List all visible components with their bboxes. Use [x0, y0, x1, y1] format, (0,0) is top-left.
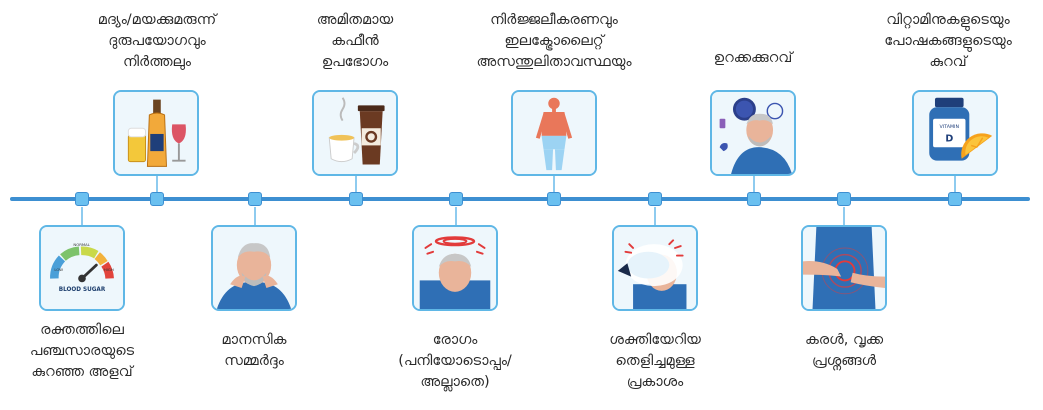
- gauge-caption: BLOOD SUGAR: [59, 287, 106, 293]
- cause-label-sleep-deprivation: ഉറക്കക്കുറവ്: [713, 50, 793, 66]
- coffee-cups-icon: [312, 90, 398, 176]
- alcohol-bottles-icon: [113, 90, 199, 176]
- blood-sugar-gauge-icon: LOW NORMAL HIGH BLOOD SUGAR: [39, 225, 125, 311]
- connector-10: [954, 176, 956, 194]
- connector-1: [81, 207, 83, 225]
- cause-label-dehydration: നിർജ്ജലീകരണവും ഇലക്ട്രോലൈറ്റ് അസന്തുലിതാ…: [476, 12, 632, 70]
- cause-label-low-blood-sugar: രക്തത്തിലെ പഞ്ചസാരയുടെ കുറഞ്ഞ അളവ്: [29, 322, 135, 380]
- vitamin-label-line1: VITAMIN: [940, 124, 960, 130]
- timeline-node-7: [648, 192, 662, 206]
- connector-6: [553, 176, 555, 194]
- stressed-man-icon: [211, 225, 297, 311]
- vitamin-label-line2: D: [945, 134, 953, 145]
- cause-label-illness: രോഗം (പനിയോടൊപ്പം/ അല്ലാതെ): [398, 332, 512, 390]
- timeline-node-8: [747, 192, 761, 206]
- cause-label-caffeine: അമിതമായ കഫീൻ ഉപഭോഗം: [316, 12, 394, 70]
- connector-8: [753, 176, 755, 194]
- connector-9: [843, 207, 845, 225]
- timeline-node-2: [150, 192, 164, 206]
- timeline-node-6: [547, 192, 561, 206]
- timeline-node-10: [948, 192, 962, 206]
- gauge-low-label: LOW: [54, 267, 63, 272]
- connector-3: [254, 207, 256, 225]
- cause-label-vitamin-deficiency: വിറ്റാമിനുകളുടെയും പോഷകങ്ങളുടെയും കുറവ്: [884, 12, 1012, 70]
- connector-2: [156, 176, 158, 194]
- bright-light-icon: [612, 225, 698, 311]
- connector-5: [455, 207, 457, 225]
- human-body-icon: [511, 90, 597, 176]
- cause-label-liver-kidney: കരൾ, വൃക്ക പ്രശ്നങ്ങൾ: [804, 332, 884, 369]
- timeline-node-3: [248, 192, 262, 206]
- gauge-normal-label: NORMAL: [73, 242, 90, 247]
- sick-man-icon: [412, 225, 498, 311]
- connector-7: [654, 207, 656, 225]
- gauge-high-label: HIGH: [104, 267, 114, 272]
- vitamin-d-icon: VITAMIN D: [912, 90, 998, 176]
- timeline-node-4: [349, 192, 363, 206]
- cause-label-stress: മാനസിക സമ്മർദ്ദം: [221, 332, 287, 369]
- timeline-node-1: [75, 192, 89, 206]
- cause-label-bright-light: ശക്തിയേറിയ തെളിച്ചമുള്ള പ്രകാശം: [609, 332, 701, 390]
- sleepless-man-icon: [710, 90, 796, 176]
- timeline-node-5: [449, 192, 463, 206]
- timeline-line: [10, 197, 1030, 201]
- connector-4: [355, 176, 357, 194]
- cause-label-alcohol-drugs: മദ്യം/മയക്കുമരുന്ന് ദുരുപയോഗവും നിർത്തലു…: [97, 12, 217, 70]
- abdominal-pain-icon: [801, 225, 887, 311]
- timeline-node-9: [837, 192, 851, 206]
